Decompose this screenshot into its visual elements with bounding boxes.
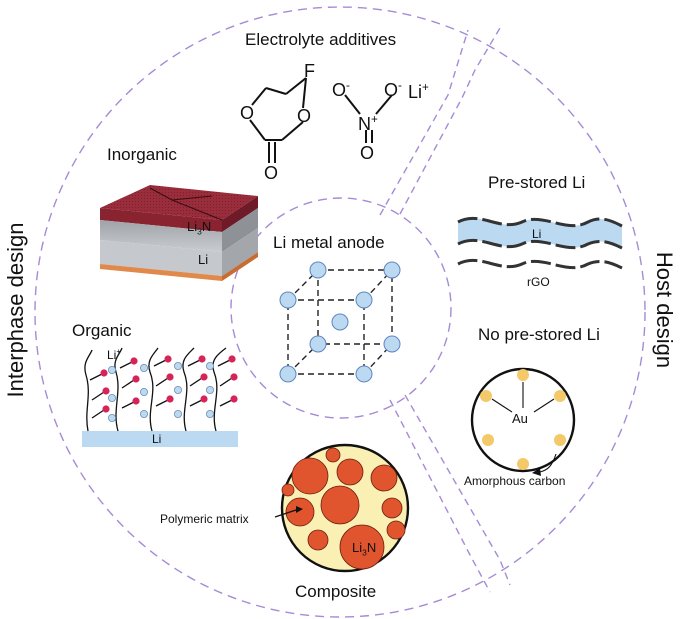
label-pre-stored-li: Pre-stored Li — [488, 173, 586, 192]
inner-dashed-circle — [230, 197, 452, 419]
center-title: Li metal anode — [273, 233, 385, 252]
nitrate-molecule — [344, 94, 393, 143]
label-li3n-slab: Li3N — [187, 219, 212, 237]
label-inorganic: Inorganic — [107, 145, 177, 164]
nitrate-o-atom: O — [360, 143, 375, 163]
label-rgo-li: Li — [532, 227, 542, 241]
label-organic-li-ion: Li+ — [107, 347, 121, 362]
side-label-interphase-design: Interphase design — [3, 222, 28, 398]
side-label-host-design: Host design — [652, 251, 677, 369]
label-rgo: rGO — [527, 275, 550, 289]
fec-molecule — [249, 77, 307, 163]
label-organic-li: Li — [152, 432, 162, 446]
label-amorphous-carbon: Amorphous carbon — [464, 474, 566, 488]
label-polymeric-matrix: Polymeric matrix — [160, 512, 249, 526]
nitrate-o-atom: O- — [332, 79, 350, 100]
hollow-carbon-sphere — [470, 367, 576, 476]
label-electrolyte-additives: Electrolyte additives — [245, 30, 397, 49]
divider-bottom-inner — [404, 394, 511, 586]
fec-o-atom: O — [297, 106, 312, 126]
label-li3n-composite: Li3N — [352, 540, 377, 558]
nitrate-n-atom: N+ — [358, 113, 378, 134]
composite-circle — [274, 443, 410, 573]
label-no-pre-stored-li: No pre-stored Li — [478, 325, 600, 344]
organic-li-substrate — [82, 431, 238, 447]
label-au: Au — [512, 411, 528, 426]
li-cube — [279, 261, 401, 383]
label-li-slab: Li — [198, 252, 209, 267]
divider-top-inner — [379, 29, 469, 216]
organic-layer — [82, 347, 238, 447]
label-composite: Composite — [295, 582, 377, 601]
inorganic-slab — [100, 185, 258, 281]
fec-o-atom: O — [240, 103, 255, 123]
rgo-layers — [457, 216, 623, 270]
fec-f-atom: F — [304, 61, 315, 81]
nitrate-o-atom: O- — [384, 79, 402, 100]
divider-bottom — [389, 399, 491, 593]
divider-top — [399, 27, 501, 215]
fec-o-atom: O — [264, 163, 279, 183]
label-organic: Organic — [72, 321, 132, 340]
outer-dashed-circle — [34, 6, 646, 618]
lithium-ion-label: Li+ — [408, 81, 429, 102]
